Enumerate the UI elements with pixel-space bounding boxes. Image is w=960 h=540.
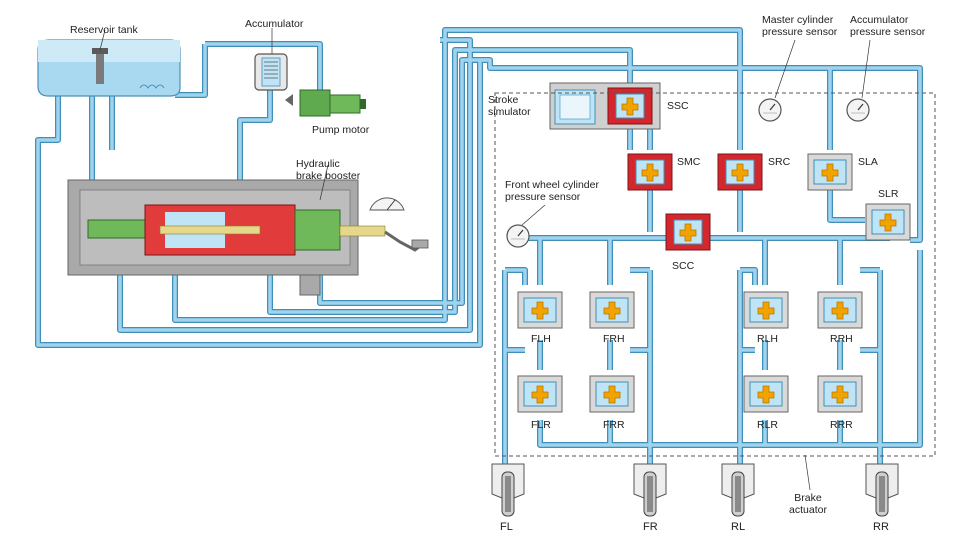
valve-scc-label: SCC bbox=[672, 260, 695, 272]
stroke-simulator-label: Stroke simulator bbox=[488, 94, 531, 118]
stroke-sensor-gauge bbox=[369, 197, 405, 211]
wheel-fr-label: FR bbox=[643, 521, 658, 533]
valve-src-label: SRC bbox=[768, 156, 791, 168]
valve-slr bbox=[865, 203, 911, 241]
reservoir-tank-label: Reservoir tank bbox=[70, 24, 138, 36]
wheel-fl bbox=[491, 463, 525, 517]
brake-actuator-label: Brake actuator bbox=[789, 492, 827, 516]
valve-frr-label: FRR bbox=[603, 419, 625, 431]
accumulator-label: Accumulator bbox=[245, 18, 304, 30]
valve-rrh bbox=[817, 291, 863, 329]
hydraulic-lines-fill bbox=[36, 28, 922, 500]
front-wheel-cylinder-pressure-sensor-label: Front wheel cylinder pressure sensor bbox=[505, 179, 599, 203]
valve-rrr-label: RRR bbox=[830, 419, 853, 431]
valve-slr-label: SLR bbox=[878, 188, 899, 200]
valve-smc-label: SMC bbox=[677, 156, 701, 168]
wheel-rl bbox=[721, 463, 755, 517]
leader-lines bbox=[99, 28, 871, 491]
master-cylinder-pressure-sensor-label: Master cylinder pressure sensor bbox=[762, 14, 838, 38]
hydraulic-brake-booster-label: Hydraulic brake booster bbox=[296, 158, 361, 182]
valve-rlr bbox=[743, 375, 789, 413]
wheel-fr bbox=[633, 463, 667, 517]
valve-rrh-label: RRH bbox=[830, 333, 853, 345]
valve-frh-label: FRH bbox=[603, 333, 625, 345]
accumulator bbox=[254, 53, 288, 91]
wheel-fl-label: FL bbox=[500, 521, 513, 533]
valve-sla bbox=[807, 153, 853, 191]
valve-src bbox=[717, 153, 763, 191]
pump-motor-label: Pump motor bbox=[312, 124, 370, 136]
wheel-rr-label: RR bbox=[873, 521, 889, 533]
valve-rlh-label: RLH bbox=[757, 333, 779, 345]
accumulator-pressure-sensor-label: Accumulator pressure sensor bbox=[850, 14, 926, 38]
valve-flh-label: FLH bbox=[531, 333, 551, 345]
valve-flr bbox=[517, 375, 563, 413]
valve-frr bbox=[589, 375, 635, 413]
wheel-rl-label: RL bbox=[731, 521, 746, 533]
brake-pedal bbox=[384, 230, 429, 252]
valve-rrr bbox=[817, 375, 863, 413]
accumulator-pressure-sensor bbox=[846, 98, 870, 122]
valve-smc bbox=[627, 153, 673, 191]
brake-actuator-boundary bbox=[494, 92, 936, 457]
valve-flh bbox=[517, 291, 563, 329]
valve-rlr-label: RLR bbox=[757, 419, 779, 431]
reservoir-tank bbox=[37, 39, 181, 97]
master-cylinder-pressure-sensor bbox=[758, 98, 782, 122]
valve-sla-label: SLA bbox=[858, 156, 878, 168]
pump-motor bbox=[285, 89, 366, 117]
valve-ssc-label: SSC bbox=[667, 100, 689, 112]
valve-flr-label: FLR bbox=[531, 419, 551, 431]
front-wheel-cylinder-pressure-sensor bbox=[506, 224, 530, 248]
valve-frh bbox=[589, 291, 635, 329]
wheel-rr bbox=[865, 463, 899, 517]
valve-scc bbox=[665, 213, 711, 251]
valve-rlh bbox=[743, 291, 789, 329]
hydraulic-brake-booster bbox=[67, 179, 386, 296]
